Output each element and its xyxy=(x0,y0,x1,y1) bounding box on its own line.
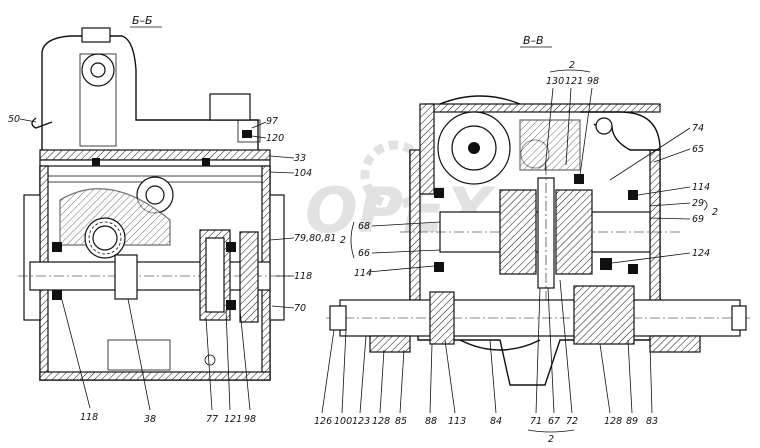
callout-121r: 121 xyxy=(565,76,583,87)
callout-69: 69 xyxy=(692,214,704,225)
callout-67: 67 xyxy=(548,416,560,427)
callout-84: 84 xyxy=(490,416,502,427)
callout-77: 77 xyxy=(206,414,218,425)
callout-group-right: 2 xyxy=(712,207,718,218)
callout-118-bottom: 118 xyxy=(80,412,98,423)
callout-83: 83 xyxy=(646,416,658,427)
callout-33: 33 xyxy=(294,153,306,164)
callout-top-group: 2 xyxy=(569,60,575,71)
callout-74: 74 xyxy=(692,123,704,134)
callout-98: 98 xyxy=(244,414,256,425)
callout-85: 85 xyxy=(395,416,407,427)
left-side-cover xyxy=(23,194,41,321)
callout-114-left: 114 xyxy=(354,268,372,279)
right-callouts: 2 130 121 98 74 65 114 29 69 2 124 68 66… xyxy=(314,60,718,445)
callout-114-right: 114 xyxy=(692,182,710,193)
upper-bracket xyxy=(41,35,259,150)
callout-29: 29 xyxy=(692,198,704,209)
callout-66: 66 xyxy=(358,248,370,259)
bevel-gear-right xyxy=(555,189,593,275)
callout-120: 120 xyxy=(266,133,284,144)
bracket-cap xyxy=(81,27,111,43)
left-end-cap xyxy=(329,305,347,331)
callout-50: 50 xyxy=(8,114,20,125)
right-section-title: В–В xyxy=(523,34,544,47)
callout-128-a: 128 xyxy=(372,416,390,427)
callout-124: 124 xyxy=(692,248,710,259)
callout-88: 88 xyxy=(425,416,437,427)
left-section-title: Б–Б xyxy=(132,14,153,27)
callout-104: 104 xyxy=(294,168,312,179)
callout-121: 121 xyxy=(224,414,242,425)
callout-79-80-81: 79,80,81 xyxy=(294,233,336,244)
callout-123: 123 xyxy=(352,416,370,427)
top-flange xyxy=(425,103,661,113)
top-boss xyxy=(209,93,251,121)
bevel-gear-left xyxy=(499,189,537,275)
callout-130: 130 xyxy=(546,76,564,87)
callout-118-right: 118 xyxy=(294,271,312,282)
callout-98r: 98 xyxy=(587,76,599,87)
right-end-cap xyxy=(731,305,747,331)
callout-126: 126 xyxy=(314,416,332,427)
callout-89: 89 xyxy=(626,416,638,427)
callout-113: 113 xyxy=(448,416,466,427)
callout-70: 70 xyxy=(294,303,306,314)
right-view-vv: В–В xyxy=(326,34,752,386)
left-callouts: 50 97 120 33 104 79,80,81 118 70 118 38 … xyxy=(8,114,336,425)
callout-97: 97 xyxy=(266,116,278,127)
callout-128-b: 128 xyxy=(604,416,622,427)
shaft-gear xyxy=(114,254,138,300)
callout-group-left: 2 xyxy=(340,235,346,246)
right-side-cover xyxy=(269,194,285,321)
callout-71: 71 xyxy=(530,416,542,427)
right-bracket xyxy=(580,111,661,151)
callout-100: 100 xyxy=(334,416,352,427)
callout-72: 72 xyxy=(566,416,578,427)
watermark: OPEX xyxy=(305,140,496,247)
callout-38: 38 xyxy=(144,414,156,425)
callout-68: 68 xyxy=(358,221,370,232)
bottom-window xyxy=(107,339,171,371)
callout-65: 65 xyxy=(692,144,704,155)
callout-bottom-group: 2 xyxy=(548,434,554,445)
left-view-bb: Б–Б xyxy=(18,14,290,381)
cover-plate xyxy=(39,149,271,161)
